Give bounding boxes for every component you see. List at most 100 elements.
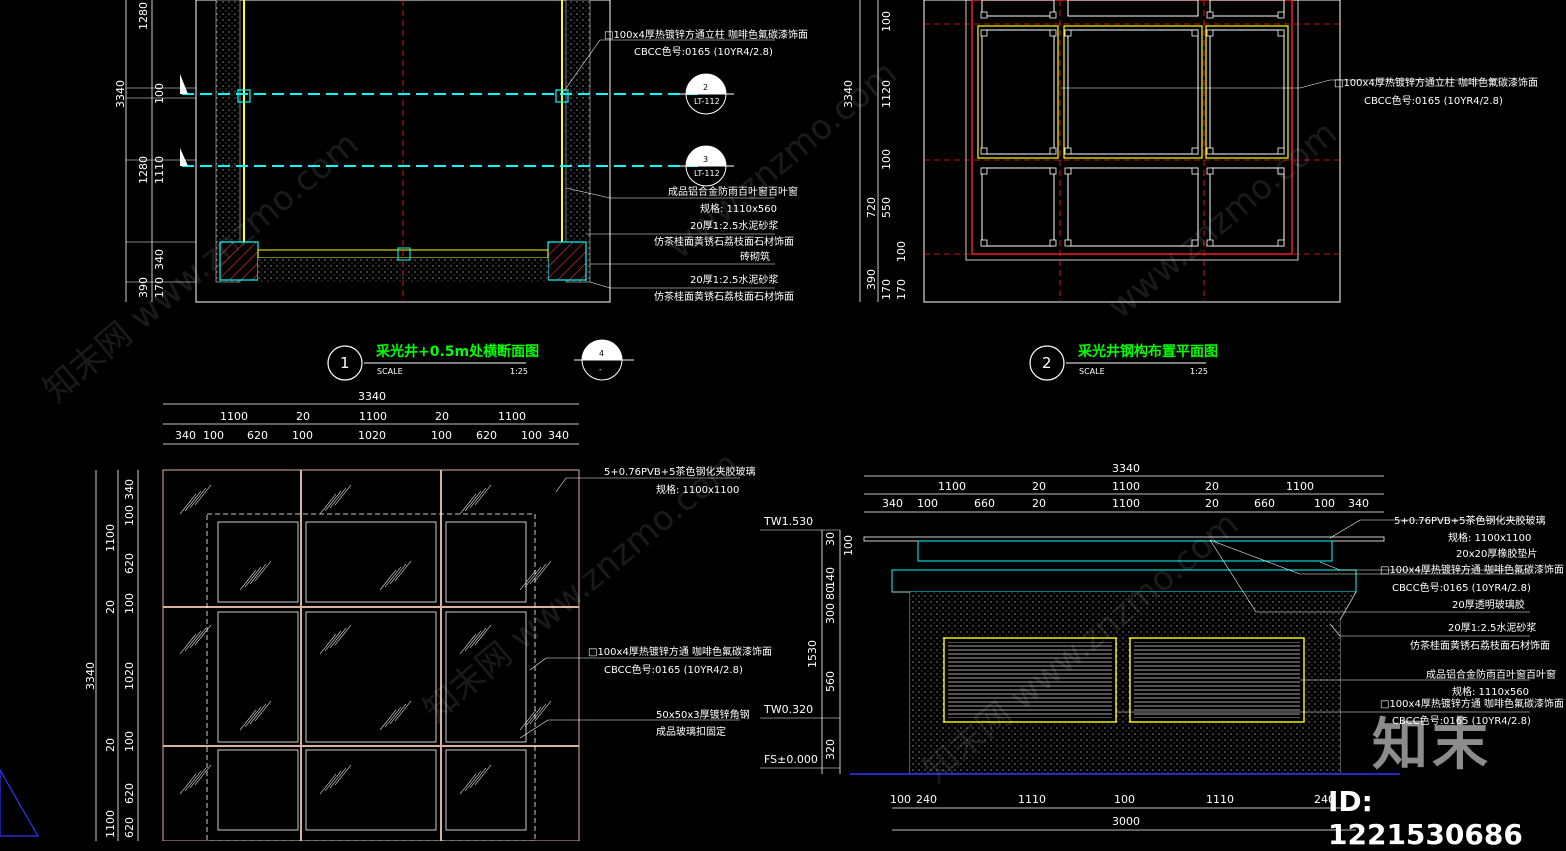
el-row2-2: 660 <box>974 497 995 510</box>
note-mortar-a: 20厚1:2.5水泥砂浆 <box>690 219 778 232</box>
gp-row1-3: 20 <box>435 410 449 423</box>
gp-row2-0: 340 <box>175 429 196 442</box>
callout-2[interactable]: 2 LT-112 <box>680 73 734 115</box>
el-bottom-2: 1110 <box>1018 793 1046 806</box>
plan-dim-170a: 170 <box>880 279 893 300</box>
glass-reflection-stroke <box>324 490 342 512</box>
title-block-1: 1 采光井+0.5m处横断面图 SCALE 1:25 <box>327 343 539 381</box>
section-mark-4[interactable]: 4 - <box>574 339 634 381</box>
gp-left-3: 20 <box>104 738 117 752</box>
glass-reflection-stroke <box>179 633 197 655</box>
plan-note-post: □100x4厚热镀锌方通立柱 咖啡色氟碳漆饰面 <box>1334 76 1538 89</box>
glass-reflection-stroke <box>534 560 552 582</box>
level-tw0320: TW0.320 <box>763 703 813 716</box>
gp-note-color: CBCC色号:0165 (10YR4/2.8) <box>604 663 743 676</box>
el-note-color-2: CBCC色号:0165 (10YR4/2.8) <box>1392 714 1531 727</box>
dim-3340: 3340 <box>114 80 127 108</box>
gp-row1-2: 1100 <box>359 410 387 423</box>
title-2-num: 2 <box>1042 354 1052 372</box>
el-left-140: 140 <box>824 567 837 588</box>
glass-reflection-stroke <box>379 569 397 591</box>
glass-reflection-stroke <box>394 700 412 722</box>
el-bottom-4: 1110 <box>1206 793 1234 806</box>
el-row1-3: 20 <box>1205 480 1219 493</box>
title-1-scale-label: SCALE <box>377 367 403 376</box>
plan-dim-100b: 100 <box>880 149 893 170</box>
title-1-text: 采光井+0.5m处横断面图 <box>375 343 539 360</box>
el-bottom-5: 240 <box>1314 793 1335 806</box>
el-left-300: 300 <box>824 603 837 624</box>
glass-reflection-stroke <box>464 770 482 792</box>
el-row1-2: 1100 <box>1112 480 1140 493</box>
glass-reflection-stroke <box>329 627 347 649</box>
glass-reflection-stroke <box>464 630 482 652</box>
glass-reflection-stroke <box>524 706 542 728</box>
hatched-post-right <box>547 241 587 281</box>
gp-row1-1: 20 <box>296 410 310 423</box>
note-stone-a: 仿茶桂面黄锈石荔枝面石材饰面 <box>654 235 794 248</box>
section-view-1: 1280 3340 100 1110 1280 340 390 170 2 LT… <box>114 0 808 303</box>
glass-plan: 3340 1100 20 1100 20 1100 340 100 620 10… <box>84 390 772 851</box>
gp-row2-7: 100 <box>521 429 542 442</box>
dim-1280-a: 1280 <box>137 2 150 30</box>
glass-reflection-stroke <box>329 767 347 789</box>
el-left-100: 100 <box>842 535 855 556</box>
glass-reflection-stroke <box>319 633 337 655</box>
glass-reflection-stroke <box>469 487 487 509</box>
glass-reflection-stroke <box>189 767 207 789</box>
title-2-scale: 1:25 <box>1190 367 1208 376</box>
glass-reflection-stroke <box>459 633 477 655</box>
glass-reflection-stroke <box>334 484 352 506</box>
glass-reflection-stroke <box>239 569 257 591</box>
el-row2-1: 100 <box>917 497 938 510</box>
el-row2-8: 340 <box>1348 497 1369 510</box>
glass-reflection-stroke <box>474 624 492 646</box>
gp-row2-5: 100 <box>431 429 452 442</box>
gp-inner-3: 100 <box>123 593 136 614</box>
title-1-scale: 1:25 <box>510 367 528 376</box>
glass-reflection-stroke <box>469 627 487 649</box>
brand-logo: 知末 <box>1372 713 1492 778</box>
plan-note-color: CBCC色号:0165 (10YR4/2.8) <box>1364 94 1503 107</box>
gp-inner-0: 340 <box>123 479 136 500</box>
el-row2-3: 20 <box>1032 497 1046 510</box>
gp-note-tube: □100x4厚热镀锌方通 咖啡色氟碳漆饰面 <box>588 645 772 658</box>
glass-reflection-stroke <box>519 709 537 731</box>
el-bottom-3: 100 <box>1114 793 1135 806</box>
glass-reflection-stroke <box>534 700 552 722</box>
el-left-1530: 1530 <box>806 640 819 668</box>
el-left-80: 80 <box>824 586 837 600</box>
glass-reflection-stroke <box>239 709 257 731</box>
glass-reflection-stroke <box>194 484 212 506</box>
glass-reflection-stroke <box>389 563 407 585</box>
glass-reflection-stroke <box>474 764 492 786</box>
el-row2-4: 1100 <box>1112 497 1140 510</box>
glass-reflection-stroke <box>334 624 352 646</box>
note-color-code: CBCC色号:0165 (10YR4/2.8) <box>634 45 773 58</box>
gp-row2-2: 620 <box>247 429 268 442</box>
gp-left-2: 3340 <box>84 662 97 690</box>
plan-dim-100a: 100 <box>880 11 893 32</box>
gp-total: 3340 <box>358 390 386 403</box>
gp-row2-8: 340 <box>548 429 569 442</box>
el-note-rubber: 20x20厚橡胶垫片 <box>1456 547 1537 560</box>
glass-reflection-stroke <box>469 767 487 789</box>
glass-reflection-stroke <box>394 560 412 582</box>
glass-reflection-stroke <box>474 484 492 506</box>
gp-row2-4: 1020 <box>358 429 386 442</box>
note-brick: 砖砌筑 <box>740 250 770 263</box>
title-2-text: 采光井钢构布置平面图 <box>1077 343 1218 360</box>
glass-reflection-stroke <box>179 773 197 795</box>
callout-3-num: 3 <box>703 155 708 164</box>
glass-reflection-stroke <box>384 706 402 728</box>
glass-reflection-stroke <box>334 764 352 786</box>
el-row2-7: 100 <box>1314 497 1335 510</box>
section-mark-num: 4 <box>599 349 604 358</box>
glass-reflection-stroke <box>194 764 212 786</box>
dim-1280-b: 1280 <box>137 156 150 184</box>
el-row2-0: 340 <box>882 497 903 510</box>
gp-inner-6: 620 <box>123 783 136 804</box>
glass-reflection-stroke <box>249 563 267 585</box>
callout-3[interactable]: 3 LT-112 <box>680 145 734 187</box>
glass-reflection-stroke <box>459 493 477 515</box>
